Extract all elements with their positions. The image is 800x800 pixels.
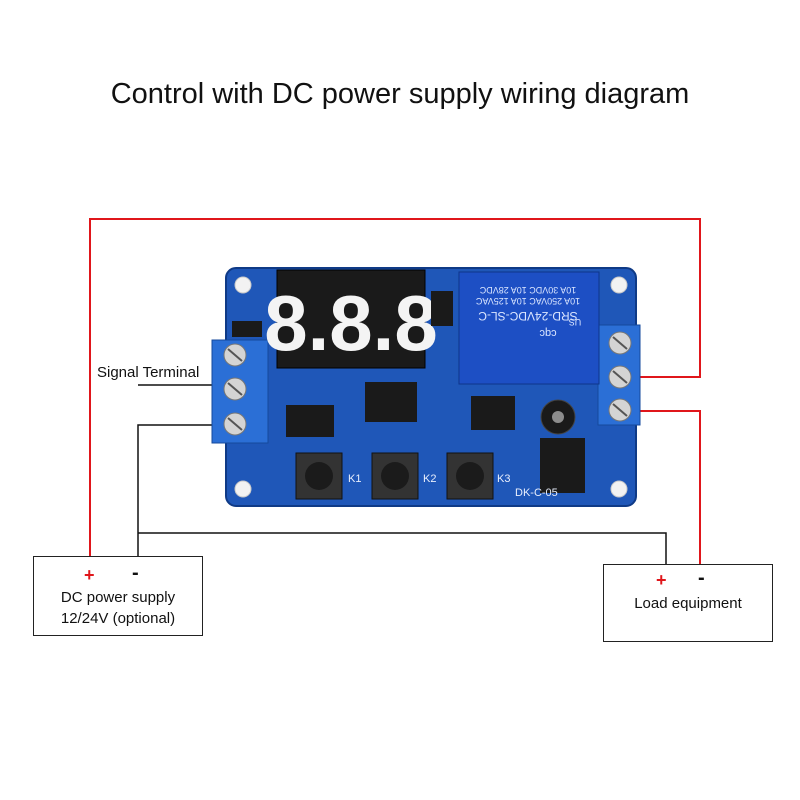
relay-rating-1-text: 10A 250VAC 10A 125VAC <box>475 296 580 306</box>
diagram-title: Control with DC power supply wiring diag… <box>110 78 690 110</box>
load-plus-sign: + <box>656 570 667 590</box>
mounting-hole <box>234 276 252 294</box>
button-label-k1: K1 <box>348 473 361 485</box>
button-k3 <box>446 452 494 500</box>
load-positive-wire <box>636 410 701 565</box>
load-negative-wire <box>138 532 667 572</box>
button-k1 <box>295 452 343 500</box>
load-minus-sign: - <box>698 567 705 589</box>
dc-supply-label: DC power supply <box>60 589 176 606</box>
seven-segment-display: 8.8.8 <box>264 269 438 369</box>
diode <box>471 396 515 430</box>
dc-power-supply-box: + - DC power supply 12/24V (optional) <box>33 556 203 636</box>
output-terminal-block <box>597 324 641 426</box>
relay-rating-2-text: 10A 30VDC 10A 28VDC <box>479 285 576 295</box>
load-equipment-box: + - Load equipment <box>603 564 773 642</box>
mounting-hole <box>610 276 628 294</box>
regulator <box>540 438 585 493</box>
button-label-k3: K3 <box>497 473 510 485</box>
ic-chip <box>365 382 417 422</box>
button-label-k2: K2 <box>423 473 436 485</box>
relay-model-text: SRD-24VDC-SL-C <box>478 309 578 323</box>
transistor <box>431 291 453 326</box>
relay-us-text: US <box>569 317 582 327</box>
smd-component <box>232 321 262 337</box>
signal-terminal-label: Signal Terminal <box>97 364 200 381</box>
load-equipment-label: Load equipment <box>634 595 742 612</box>
negative-wire <box>137 424 222 572</box>
signal-terminal-block <box>211 339 269 444</box>
mounting-hole <box>610 480 628 498</box>
display-digits: 8.8.8 <box>264 279 437 367</box>
relay-module-board: 8.8.8 SRD-24VDC-SL-C 10A 250VAC 10A 125V… <box>211 267 641 507</box>
positive-wire <box>89 218 701 572</box>
mounting-hole <box>234 480 252 498</box>
dc-supply-voltage: 12/24V (optional) <box>60 610 176 627</box>
dc-minus-sign: - <box>132 562 139 584</box>
board-model-text: DK-C-05 <box>515 487 558 499</box>
optocoupler <box>286 405 334 437</box>
button-k2 <box>371 452 419 500</box>
dc-plus-sign: + <box>84 565 95 585</box>
relay-cert-text: cqc <box>539 327 557 339</box>
relay: SRD-24VDC-SL-C 10A 250VAC 10A 125VAC 10A… <box>458 271 600 385</box>
